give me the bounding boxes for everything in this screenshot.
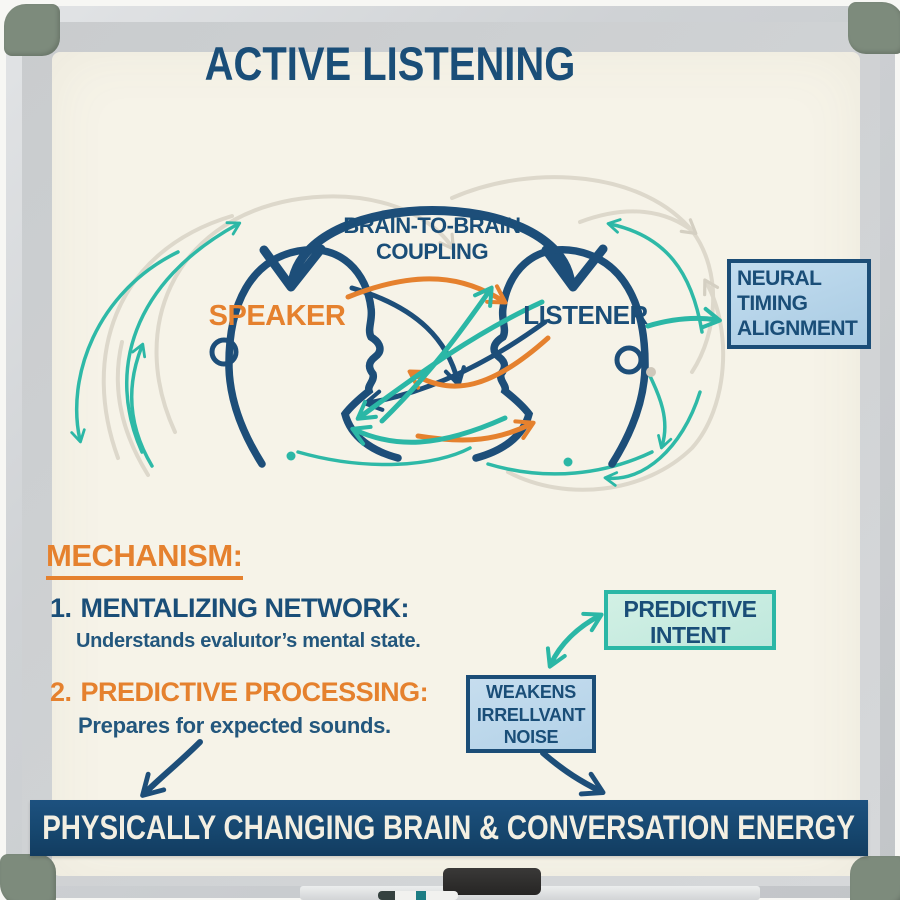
whiteboard-surface	[52, 52, 860, 876]
neural-timing-alignment-box: NEURAL TIMING ALIGNMENT	[727, 259, 871, 350]
banner-text: PHYSICALLY CHANGING BRAIN & CONVERSATION…	[42, 808, 856, 847]
listener-label: LISTENER	[523, 300, 648, 330]
item-2-description: Prepares for expected sounds.	[78, 713, 391, 738]
speaker-label: SPEAKER	[208, 300, 346, 332]
bottom-banner: PHYSICALLY CHANGING BRAIN & CONVERSATION…	[30, 800, 868, 856]
coupling-label: BRAIN-TO-BRAIN COUPLING	[343, 213, 521, 265]
banner-arrow-right	[540, 750, 606, 797]
mechanism-heading: MECHANISM:	[46, 538, 243, 580]
marker-pen-band	[416, 891, 426, 900]
banner-arrow-left	[140, 739, 203, 798]
arrow-to-neural-box	[645, 306, 722, 330]
weakens-irrelevant-noise-box: WEAKENS IRRELLVANT NOISE	[466, 675, 596, 753]
corner-cap-top-right	[848, 2, 900, 54]
speaker-hair-curl	[209, 337, 239, 367]
accent-dots	[286, 367, 656, 467]
mechanism-item-1: 1. MENTALIZING NETWORK:	[50, 593, 409, 624]
corner-cap-bottom-left	[0, 854, 56, 900]
speaker-head-outline	[209, 246, 402, 468]
item-2-number: 2.	[50, 677, 72, 707]
corner-cap-bottom-right	[850, 856, 900, 900]
predictive-intent-box: PREDICTIVE INTENT	[604, 590, 776, 650]
item-1-number: 1.	[50, 593, 72, 623]
item-2-title: PREDICTIVE PROCESSING:	[80, 677, 429, 707]
item-1-description: Understands evaluıtor’s mental state.	[76, 630, 421, 652]
coupling-arrowhead-right	[541, 244, 608, 292]
mechanism-item-2: 2. PREDICTIVE PROCESSING:	[50, 677, 429, 708]
marker-pen	[378, 891, 458, 900]
whiteboard-eraser	[443, 868, 541, 895]
page-title: ACTIVE LISTENING	[204, 37, 576, 90]
item-1-title: MENTALIZING NETWORK:	[80, 593, 410, 623]
listener-head-outline	[472, 246, 649, 468]
teal-curl-arrows	[70, 218, 704, 487]
corner-cap-top-left	[4, 4, 60, 56]
marker-pen-cap	[378, 891, 395, 900]
listener-hair-curl	[614, 345, 644, 375]
crisscross-arrows	[345, 276, 551, 446]
exchange-arrow-intent-weakens	[545, 611, 604, 669]
